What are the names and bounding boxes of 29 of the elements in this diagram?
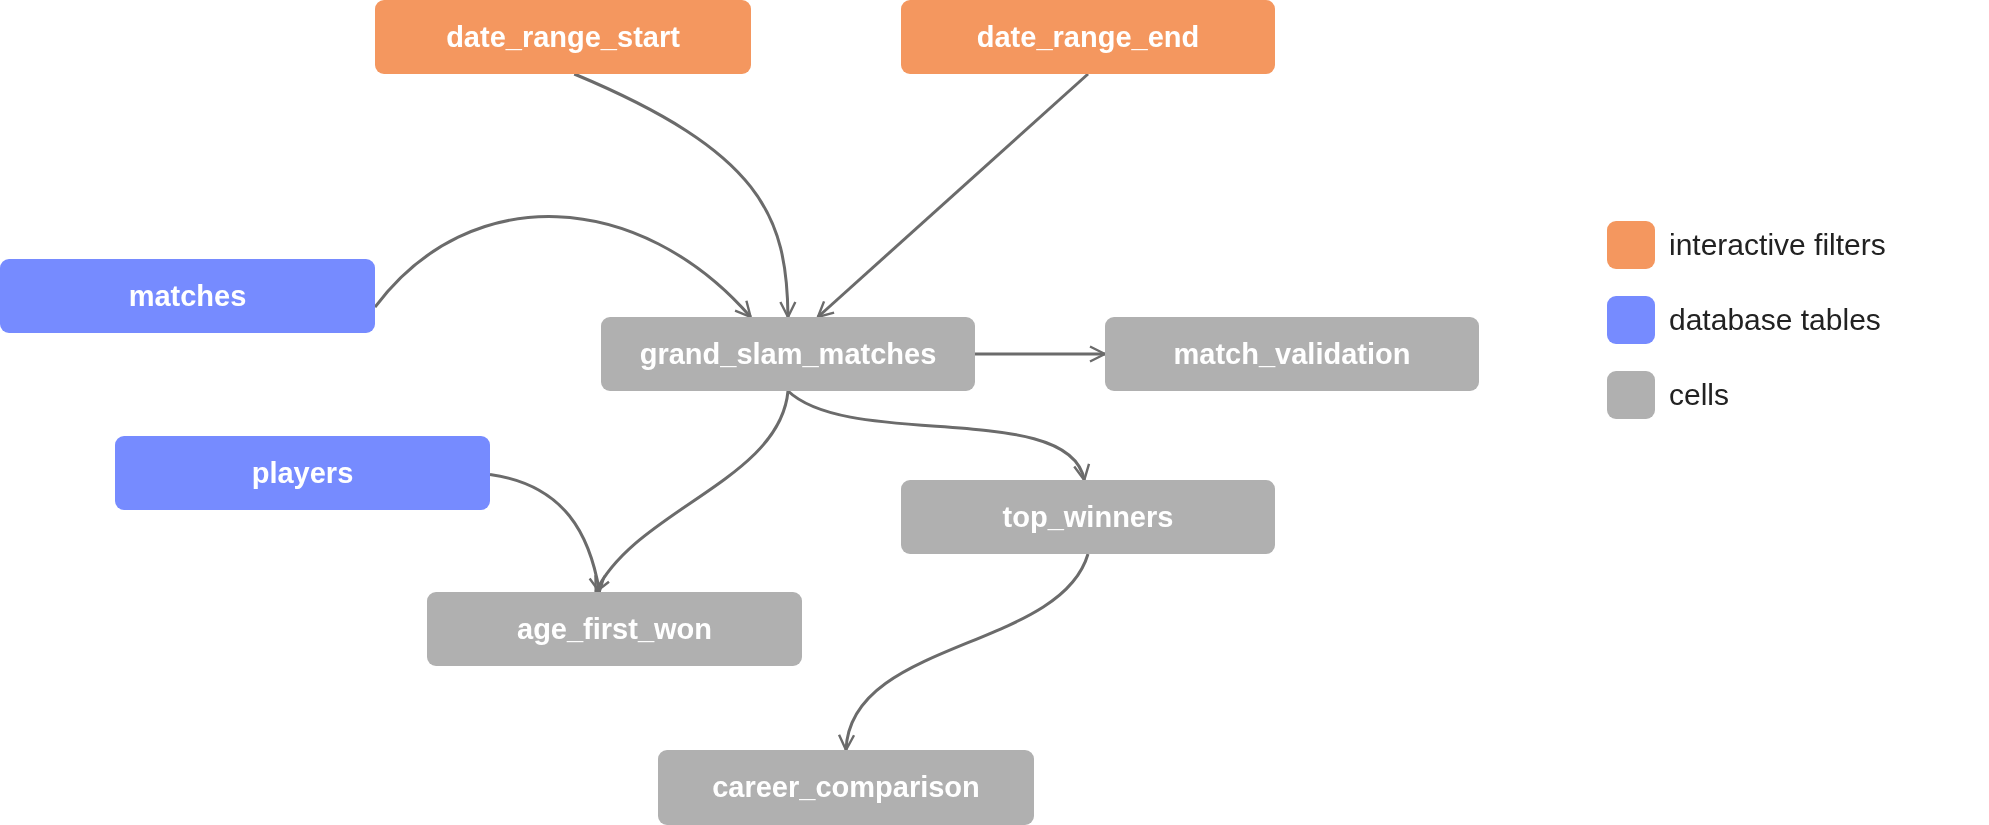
filter-box bbox=[901, 0, 1275, 74]
arrow bbox=[489, 473, 606, 594]
cell-box bbox=[1105, 317, 1479, 391]
table-box bbox=[115, 436, 490, 510]
arrow bbox=[816, 72, 1089, 319]
cell-box bbox=[601, 317, 975, 391]
node-label: career_comparison bbox=[712, 771, 980, 804]
node-label: top_winners bbox=[1002, 500, 1174, 534]
cell-box bbox=[427, 592, 802, 666]
legend-label: interactive filters bbox=[1669, 228, 1886, 262]
arrow bbox=[573, 72, 797, 319]
arrow bbox=[787, 389, 1087, 482]
arrow bbox=[594, 390, 790, 594]
node-label: grand_slam_matches bbox=[639, 337, 937, 371]
cell-box bbox=[901, 480, 1275, 554]
legend-label: database tables bbox=[1669, 303, 1881, 337]
node-label: match_validation bbox=[1173, 337, 1411, 371]
filter-box bbox=[375, 0, 751, 74]
arrow bbox=[975, 345, 1107, 363]
node-label: players bbox=[251, 456, 354, 490]
cell-box bbox=[658, 750, 1034, 825]
node-label: matches bbox=[128, 279, 247, 313]
node-label: date_range_start bbox=[446, 20, 680, 54]
node-label: date_range_end bbox=[976, 20, 1200, 54]
node-label: age_first_won bbox=[517, 612, 712, 646]
legend-label: cells bbox=[1669, 378, 1729, 412]
arrow bbox=[840, 553, 1090, 752]
table-box bbox=[0, 259, 375, 333]
arrow bbox=[373, 215, 752, 319]
